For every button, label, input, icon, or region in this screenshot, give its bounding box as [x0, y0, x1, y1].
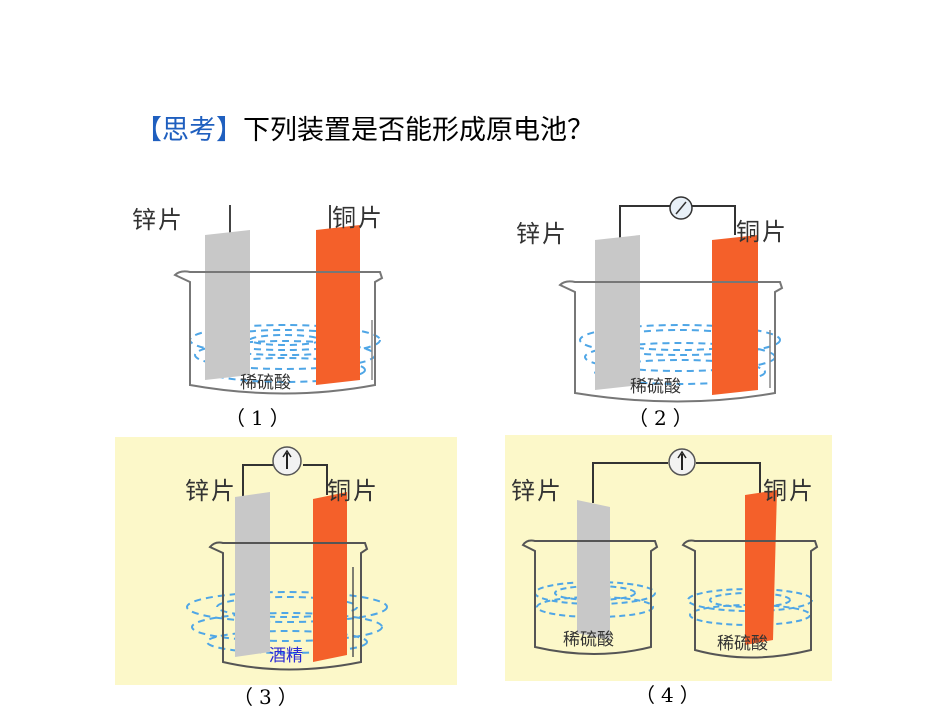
copper-label-4: 铜片 [763, 477, 815, 505]
zinc-plate [235, 492, 270, 657]
copper-plate [316, 225, 360, 385]
diagram-panel-3: 锌片 铜片 酒精 （3） [115, 437, 457, 709]
copper-label-3: 铜片 [327, 477, 379, 505]
diagram-panel-1: 锌片 铜片 稀硫酸 （1） [120, 190, 390, 435]
copper-plate [313, 492, 347, 662]
caption-2: （2） [628, 406, 699, 430]
title-question: 下列装置是否能形成原电池？ [243, 115, 594, 146]
beaker-diagram-1 [173, 205, 384, 395]
diagram-panel-4: 锌片 铜片 稀硫酸 稀硫酸 （4） [505, 435, 832, 707]
zinc-label-3: 锌片 [185, 477, 237, 505]
solution-label-4-left: 稀硫酸 [563, 630, 614, 650]
zinc-label-1: 锌片 [132, 206, 184, 234]
page-title: 【思考】下列装置是否能形成原电池？ [135, 108, 594, 147]
beaker-diagram-3 [186, 446, 388, 671]
diagram-panel-2: 锌片 铜片 稀硫酸 （2） [510, 190, 840, 435]
caption-3: （3） [233, 685, 304, 709]
solution-label-1: 稀硫酸 [240, 373, 291, 393]
zinc-plate [205, 230, 250, 380]
copper-label-2: 铜片 [736, 218, 788, 246]
zinc-label-4: 锌片 [511, 477, 563, 505]
caption-1: （1） [225, 406, 296, 430]
beaker-diagram-2 [558, 196, 784, 403]
caption-4: （4） [635, 683, 706, 707]
beaker-diagram-4 [521, 448, 819, 659]
zinc-plate [595, 235, 640, 390]
copper-plate [712, 235, 758, 395]
zinc-plate [577, 500, 610, 640]
copper-plate [745, 490, 777, 645]
copper-label-1: 铜片 [332, 204, 384, 232]
solution-label-3: 酒精 [269, 646, 303, 666]
solution-label-4-right: 稀硫酸 [717, 634, 768, 654]
title-tag: 【思考】 [135, 115, 243, 146]
solution-label-2: 稀硫酸 [630, 377, 681, 397]
zinc-label-2: 锌片 [516, 220, 568, 248]
